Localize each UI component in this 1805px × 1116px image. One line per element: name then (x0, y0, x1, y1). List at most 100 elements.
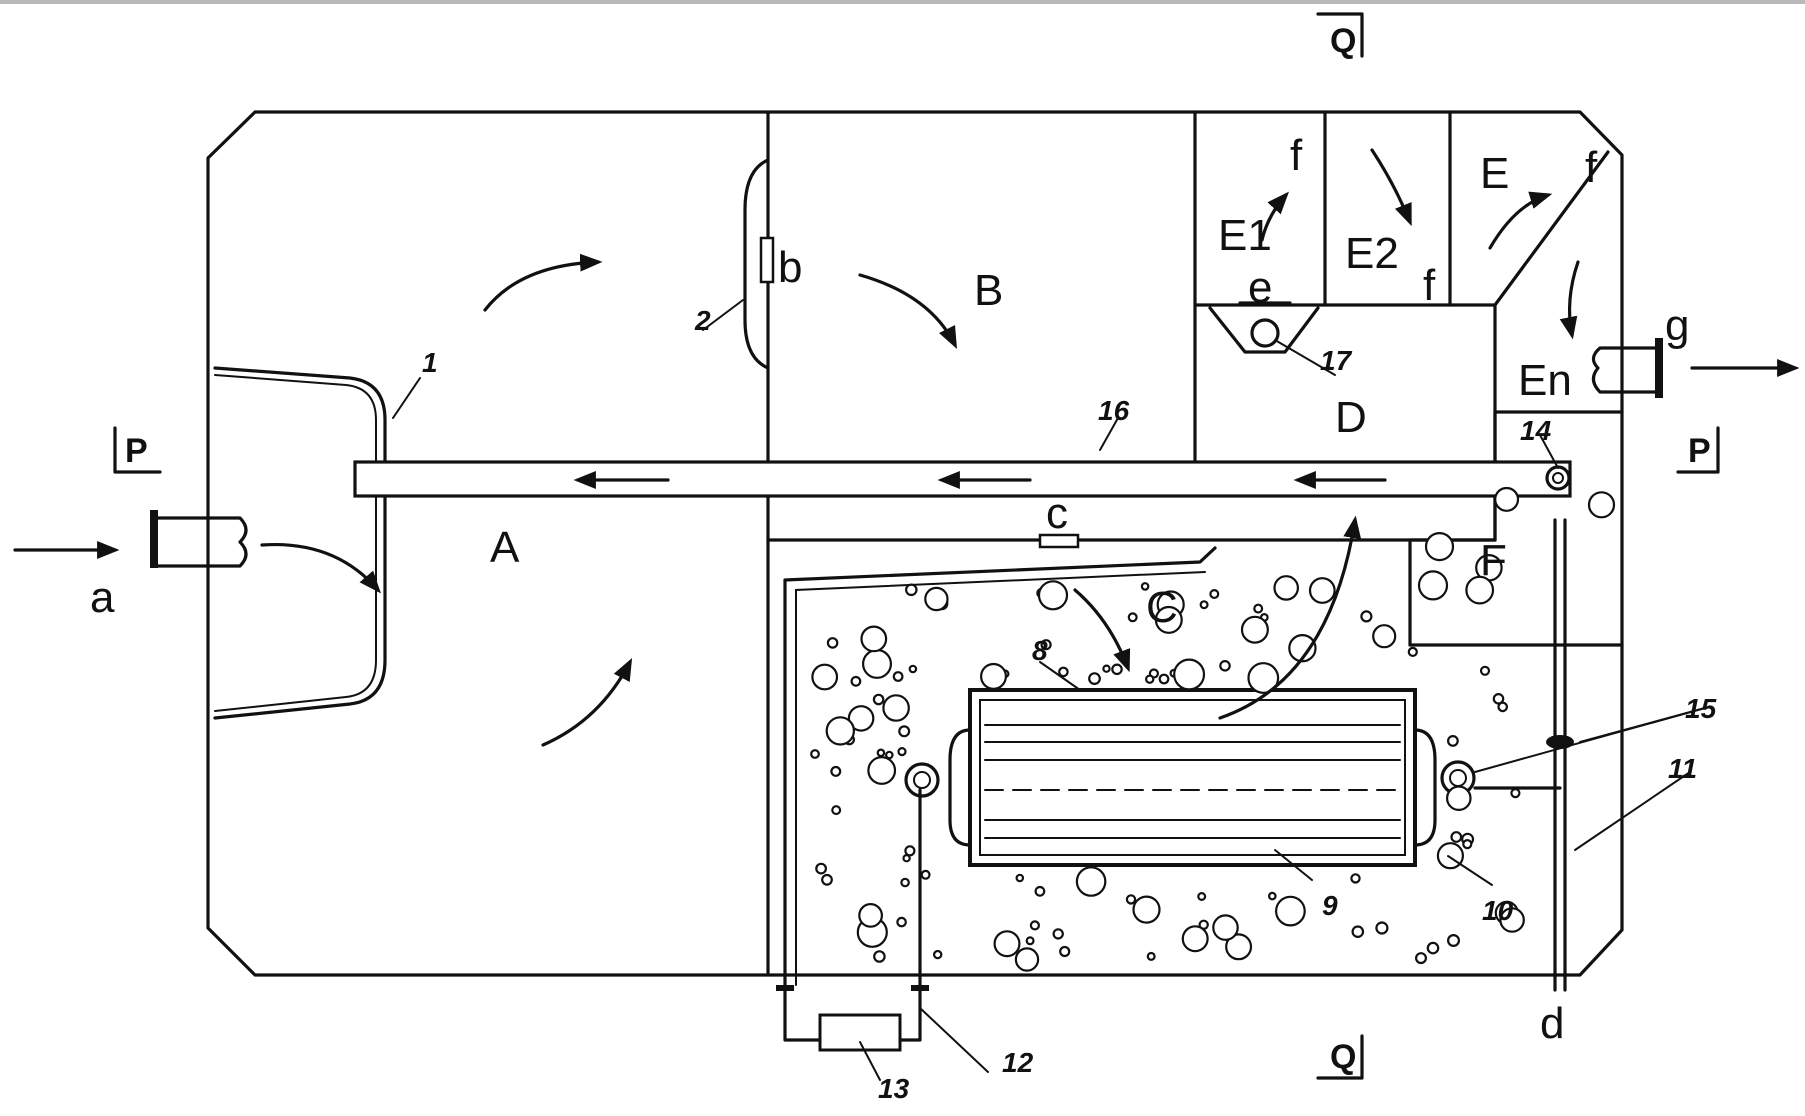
media-bubble (979, 662, 1007, 690)
region-e1-label: E1 (1218, 211, 1272, 260)
part-1-label: 1 (422, 347, 438, 378)
port-c-label: c (1046, 489, 1068, 538)
section-q-bottom: Q (1330, 1038, 1356, 1076)
media-bubble (847, 705, 875, 732)
port-g-label: g (1665, 301, 1689, 350)
trough-17 (1208, 306, 1320, 354)
media-bubble (884, 750, 894, 760)
media-bubble (1414, 952, 1427, 965)
media-bubble (1372, 624, 1397, 649)
media-bubble (1308, 577, 1336, 604)
media-bubble (867, 756, 897, 785)
media-bubble (1219, 659, 1231, 672)
media-bubble (897, 746, 907, 757)
media-bubble (831, 805, 842, 816)
media-bubble (1158, 673, 1170, 685)
media-bubble (826, 637, 839, 649)
media-bubble (876, 748, 886, 758)
media-bubble (1034, 885, 1046, 897)
media-bubble (811, 663, 839, 691)
media-bubble (1075, 866, 1107, 897)
media-bubble (933, 949, 943, 960)
media-bubble (892, 671, 904, 682)
region-en-label: En (1518, 356, 1572, 405)
media-bubble (872, 693, 885, 706)
media-bubble (1025, 936, 1035, 946)
blower-13-box (818, 1013, 902, 1052)
media-bubble (821, 873, 833, 886)
media-bubble (1360, 610, 1373, 623)
media-bubble (1014, 947, 1040, 972)
section-q-top: Q (1330, 22, 1356, 60)
flow-arrows (13, 148, 1800, 747)
media-bubble (1015, 873, 1025, 883)
media-bubble (908, 664, 918, 674)
media-bubble (904, 583, 918, 597)
tank-outline (206, 110, 1624, 977)
media-bubble (858, 903, 883, 928)
media-bubble (1144, 674, 1155, 684)
media-bubble (1426, 941, 1440, 955)
part-8-label: 8 (1032, 635, 1048, 666)
media-bubble (1209, 588, 1220, 599)
media-bubble (1446, 933, 1460, 947)
media-bubble (1288, 634, 1317, 663)
port-f-label-2: f (1423, 261, 1436, 310)
part-15-label: 15 (1685, 693, 1717, 724)
overflow-pipe-inner (795, 571, 1206, 986)
region-c-label: C (1146, 583, 1178, 632)
media-bubble (1127, 612, 1138, 623)
media-bubble (1350, 873, 1361, 884)
fitting-left-inner (913, 771, 931, 789)
media-bubble (904, 845, 916, 857)
section-p-left: P (125, 432, 148, 470)
port-d-label: d (1540, 999, 1564, 1048)
media-bubble (1268, 891, 1277, 901)
media-bubble (1132, 895, 1161, 924)
baffle-1-inner (214, 374, 377, 712)
section-marks (113, 12, 1720, 1080)
port-b-slot (759, 236, 775, 284)
valve-15 (1546, 735, 1574, 749)
media-bubble (1274, 895, 1306, 927)
media-bubble (861, 648, 892, 679)
media-bubble (850, 675, 862, 687)
media-bubble (1058, 666, 1069, 678)
media-bubble (920, 869, 931, 880)
port-a-label: a (90, 573, 115, 622)
media-bubble (1499, 907, 1525, 933)
media-bubble (1059, 945, 1071, 958)
port-c-slot (1038, 533, 1080, 549)
media-bubble (830, 765, 842, 777)
media-bubble (1225, 933, 1253, 961)
part-16-label: 16 (1098, 395, 1130, 426)
top-border-strip (0, 0, 1805, 4)
part-11-label: 11 (1668, 753, 1697, 784)
media-bubble (860, 625, 888, 653)
baffle-1 (213, 366, 387, 720)
part-9-label: 9 (1322, 890, 1338, 921)
media-bubble (815, 862, 827, 875)
region-b-label: B (974, 266, 1003, 315)
section-p-right: P (1688, 432, 1711, 470)
region-e2-label: E2 (1345, 229, 1399, 278)
media-bubble (1492, 692, 1505, 705)
media-bubble (1462, 838, 1473, 850)
media-bubble (1052, 928, 1064, 940)
media-bubble (1247, 662, 1280, 694)
media-bubble (1173, 658, 1206, 691)
media-bubble (1212, 914, 1239, 941)
media-bubble (1197, 891, 1207, 901)
media-bubble (1102, 664, 1111, 673)
media-bubble (1465, 575, 1495, 605)
media-bubble (1407, 646, 1418, 658)
media-bubble (1154, 605, 1183, 634)
media-bubble (1140, 582, 1150, 591)
port-b-label: b (778, 243, 802, 292)
media-bubble (1446, 735, 1459, 747)
media-bubble (1088, 672, 1101, 685)
flange-a (776, 985, 794, 991)
media-bubble (1273, 575, 1299, 601)
filter-media (810, 486, 1616, 972)
